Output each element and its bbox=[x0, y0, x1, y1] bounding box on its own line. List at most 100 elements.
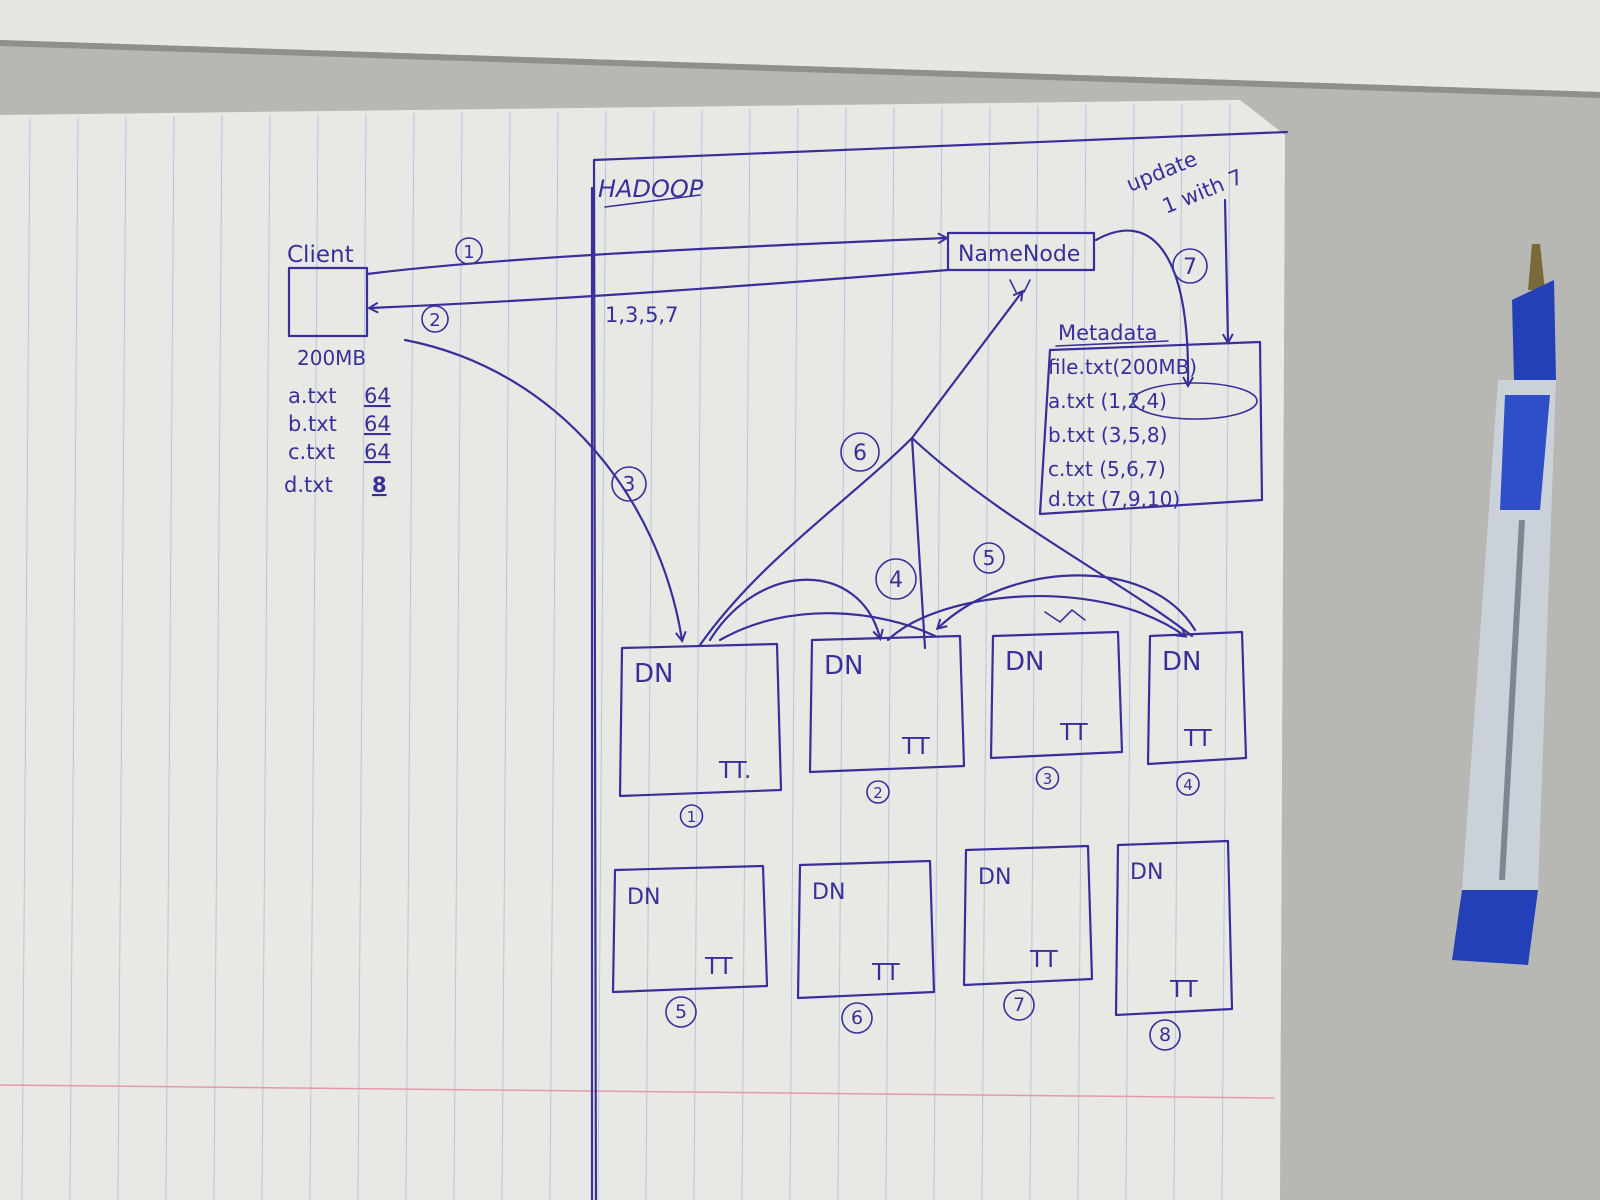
datanode-number-circle bbox=[1149, 1019, 1181, 1051]
namenode-port bbox=[1009, 279, 1031, 293]
datanode-number-circle bbox=[1035, 766, 1060, 790]
client-file-name: b.txt bbox=[288, 412, 337, 436]
datanode-number: 4 bbox=[1183, 776, 1193, 794]
arrow-step-3 bbox=[403, 338, 682, 640]
datanode-number-circle bbox=[679, 804, 704, 828]
arrow-step-5b bbox=[718, 612, 937, 642]
rule-line bbox=[453, 112, 463, 1200]
hadoop-title-underline bbox=[604, 194, 701, 208]
rule-line bbox=[261, 114, 271, 1200]
back-sheet bbox=[0, 0, 1600, 92]
datanode-label: DN bbox=[1130, 860, 1163, 885]
client-file-list: a.txt 64 b.txt 64 c.txt 64 d.txt 8 bbox=[284, 384, 391, 497]
metadata-title: Metadata bbox=[1058, 321, 1157, 345]
rule-line bbox=[1077, 104, 1087, 1200]
datanode-box bbox=[808, 634, 966, 774]
page-margin-line bbox=[0, 1084, 1276, 1099]
tasktracker-label: TT bbox=[1169, 977, 1199, 1003]
step-circle bbox=[611, 466, 647, 502]
datanode-box bbox=[1114, 839, 1234, 1017]
rule-line bbox=[1125, 104, 1135, 1200]
notebook-page bbox=[0, 100, 1285, 1200]
client-file-name: c.txt bbox=[288, 440, 335, 464]
step-circle bbox=[973, 542, 1005, 574]
metadata-row-highlight bbox=[1132, 382, 1258, 420]
rule-line bbox=[309, 114, 319, 1200]
rule-line bbox=[837, 107, 847, 1200]
datanode-label: DN bbox=[627, 885, 660, 910]
namenode-box bbox=[946, 231, 1096, 272]
datanode-number: 8 bbox=[1159, 1024, 1171, 1046]
datanode-label: DN bbox=[978, 865, 1011, 890]
client-size: 200MB bbox=[297, 346, 366, 370]
datanode-number: 2 bbox=[873, 784, 883, 802]
rule-line bbox=[357, 113, 367, 1200]
rule-line bbox=[117, 116, 127, 1200]
client-file-name: d.txt bbox=[284, 473, 333, 497]
datanode-number: 3 bbox=[1043, 770, 1053, 788]
datanode-8: DN TT 8 bbox=[1114, 839, 1234, 1051]
datanode-number: 7 bbox=[1013, 994, 1025, 1016]
rule-line bbox=[165, 116, 175, 1200]
response-blocks: 1,3,5,7 bbox=[605, 303, 678, 327]
datanode-number: 5 bbox=[675, 1001, 687, 1023]
datanode-box bbox=[962, 844, 1094, 987]
step-circle bbox=[455, 237, 483, 265]
tasktracker-label: TT bbox=[871, 960, 901, 986]
hadoop-boundary bbox=[590, 130, 1289, 1200]
step-number: 1 bbox=[463, 242, 474, 263]
rule-line bbox=[741, 108, 751, 1200]
metadata-box bbox=[1038, 340, 1264, 516]
hadoop-title: HADOOP bbox=[598, 175, 704, 203]
rule-line bbox=[21, 117, 31, 1200]
metadata-title-underline bbox=[1055, 340, 1169, 347]
step-circle bbox=[875, 558, 917, 600]
metadata-row: b.txt (3,5,8) bbox=[1048, 423, 1167, 447]
arrow-update bbox=[1225, 198, 1228, 342]
arrow-step-6 bbox=[698, 292, 1022, 647]
rule-line bbox=[549, 111, 559, 1200]
rule-line bbox=[213, 115, 223, 1200]
rule-line bbox=[981, 105, 991, 1200]
datanode-box bbox=[611, 864, 769, 994]
page-rule-lines bbox=[21, 102, 1231, 1200]
arrow-step-2 bbox=[370, 268, 950, 308]
client-file-size: 8 bbox=[372, 473, 387, 497]
step-markers: 1 2 3 4 5 6 7 bbox=[421, 237, 1208, 600]
rule-line bbox=[405, 113, 415, 1200]
datanode-number-circle bbox=[665, 996, 697, 1028]
metadata-row: file.txt(200MB) bbox=[1048, 355, 1197, 379]
datanode-number-circle bbox=[866, 780, 890, 804]
datanode-number-circle bbox=[1003, 989, 1035, 1021]
datanode-box bbox=[796, 859, 936, 1000]
rule-line bbox=[933, 106, 943, 1200]
block-report-lines bbox=[910, 436, 1194, 650]
back-sheet-shadow bbox=[0, 40, 1600, 98]
rule-line bbox=[789, 108, 799, 1200]
tasktracker-label: TT. bbox=[718, 758, 751, 784]
arrow-step-1 bbox=[365, 238, 946, 276]
tasktracker-label: TT bbox=[1183, 726, 1213, 752]
rule-line bbox=[1029, 105, 1039, 1200]
metadata-row: c.txt (5,6,7) bbox=[1048, 457, 1166, 481]
datanode-box bbox=[618, 642, 783, 798]
step-number: 4 bbox=[889, 568, 903, 593]
datanode-label: DN bbox=[634, 659, 673, 689]
datanode-number-circle bbox=[1176, 772, 1200, 796]
datanode-box bbox=[989, 630, 1124, 760]
step-number: 6 bbox=[853, 441, 867, 466]
datanode-label: DN bbox=[1162, 647, 1201, 677]
metadata-row: d.txt (7,9,10) bbox=[1048, 487, 1180, 511]
arrow-step-5 bbox=[938, 574, 1197, 632]
tasktracker-label: TT bbox=[1059, 720, 1089, 746]
datanode-number: 1 bbox=[687, 808, 697, 826]
arrow-step-7 bbox=[1094, 229, 1188, 385]
datanode-label: DN bbox=[812, 880, 845, 905]
tasktracker-label: TT bbox=[901, 734, 931, 760]
client-label: Client bbox=[287, 242, 354, 268]
